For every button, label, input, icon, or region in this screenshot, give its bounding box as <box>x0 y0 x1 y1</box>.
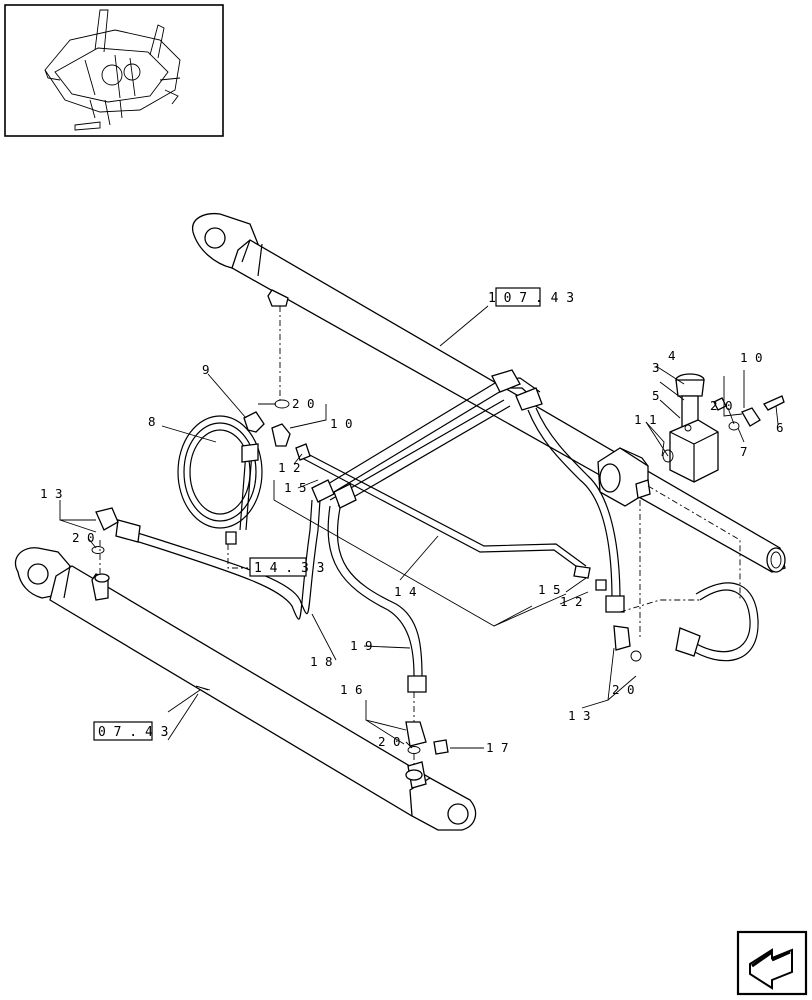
assembly-center-lines <box>99 306 741 766</box>
lower-hydraulic-cylinder <box>14 547 477 831</box>
fittings <box>91 395 785 755</box>
label-4: 4 <box>668 348 676 363</box>
leader-lines <box>59 305 779 749</box>
hydraulic-tubes <box>115 369 759 693</box>
label-12-lower: 1 2 <box>560 594 583 609</box>
label-3: 3 <box>652 360 660 375</box>
label-20-lower-right: 2 0 <box>612 682 635 697</box>
upper-hydraulic-cylinder <box>192 212 786 573</box>
label-20-left: 2 0 <box>72 530 95 545</box>
label-11: 1 1 <box>634 412 657 427</box>
label-14: 1 4 <box>394 584 417 599</box>
label-13-left: 1 3 <box>40 486 63 501</box>
machine-overview-thumbnail-icon <box>4 4 224 137</box>
label-20-upper: 2 0 <box>292 396 315 411</box>
reference-callout-107-43: 1 0 7 . 4 3 <box>488 287 574 307</box>
label-12-upper: 1 2 <box>278 460 301 475</box>
svg-text:0 7 . 4 3: 0 7 . 4 3 <box>98 725 168 740</box>
svg-text:1 4 . 3 3: 1 4 . 3 3 <box>254 561 324 576</box>
next-page-arrow-icon[interactable] <box>736 930 808 996</box>
label-20-right-valve: 2 0 <box>710 398 733 413</box>
label-9: 9 <box>202 362 210 377</box>
label-7: 7 <box>740 444 748 459</box>
label-15-lower: 1 5 <box>538 582 561 597</box>
reference-callout-07-43: 0 7 . 4 3 <box>93 721 168 741</box>
label-6: 6 <box>776 420 784 435</box>
label-8: 8 <box>148 414 156 429</box>
label-10-upper: 1 0 <box>330 416 353 431</box>
relief-valve-assembly <box>669 373 727 483</box>
label-10-right: 1 0 <box>740 350 763 365</box>
svg-text:1 0 7 . 4 3: 1 0 7 . 4 3 <box>488 291 574 306</box>
label-20-bottom: 2 0 <box>378 734 401 749</box>
label-18: 1 8 <box>310 654 333 669</box>
reference-callout-14-33: 1 4 . 3 3 <box>249 557 324 577</box>
label-16: 1 6 <box>340 682 363 697</box>
label-19: 1 9 <box>350 638 373 653</box>
label-15-upper: 1 5 <box>284 480 307 495</box>
part-number-labels: 3 4 5 6 7 8 9 1 0 1 0 1 1 1 2 1 2 1 3 1 … <box>40 348 784 755</box>
label-5: 5 <box>652 388 660 403</box>
label-17: 1 7 <box>486 740 509 755</box>
label-13-right: 1 3 <box>568 708 591 723</box>
